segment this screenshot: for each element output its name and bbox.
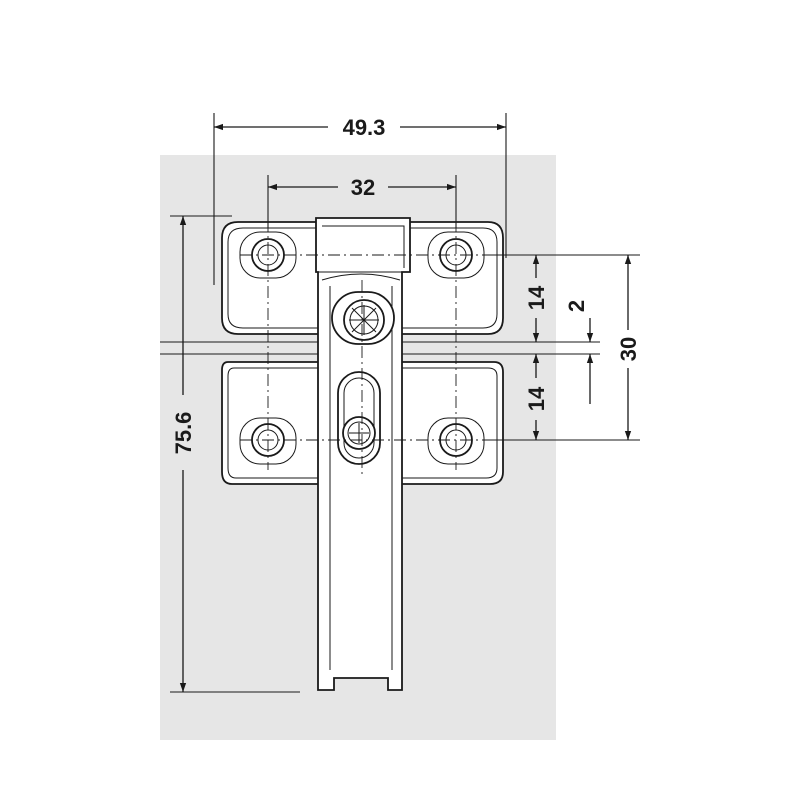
dimension-gap: 2	[564, 300, 594, 404]
dimension-vertical-spacing-label: 30	[616, 337, 641, 361]
dimension-lower-offset-label: 14	[524, 386, 549, 411]
dimension-hole-spacing-label: 32	[351, 175, 375, 200]
dimension-upper-offset-label: 14	[524, 285, 549, 310]
center-lines	[240, 220, 486, 475]
adjustment-screw-icon	[331, 291, 395, 345]
dimension-lower-offset: 14	[524, 354, 549, 440]
dimension-overall-width: 49.3	[214, 115, 506, 140]
dimension-gap-label: 2	[564, 300, 589, 312]
dimension-vertical-spacing: 30	[616, 255, 641, 440]
dimension-overall-width-label: 49.3	[343, 115, 386, 140]
dimension-upper-offset: 14	[524, 255, 549, 342]
dimension-hole-spacing: 32	[268, 175, 456, 200]
slot-screw-icon	[337, 371, 381, 465]
dimension-overall-height: 75.6	[171, 216, 196, 692]
dimension-overall-height-label: 75.6	[171, 412, 196, 455]
